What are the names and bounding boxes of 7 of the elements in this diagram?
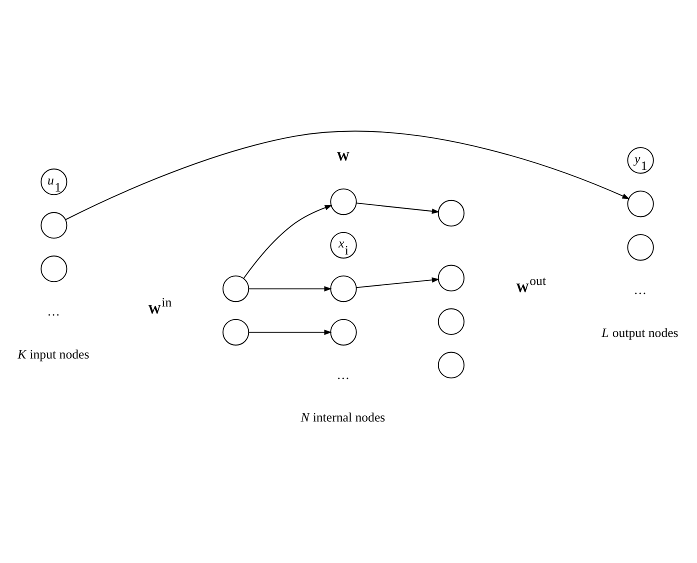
- label: N internal nodes: [300, 410, 386, 425]
- label: …: [634, 283, 647, 298]
- label: …: [47, 304, 60, 318]
- label: K input nodes: [18, 347, 90, 362]
- label: L output nodes: [602, 326, 678, 340]
- label: W: [336, 150, 350, 164]
- label: …: [336, 368, 350, 382]
